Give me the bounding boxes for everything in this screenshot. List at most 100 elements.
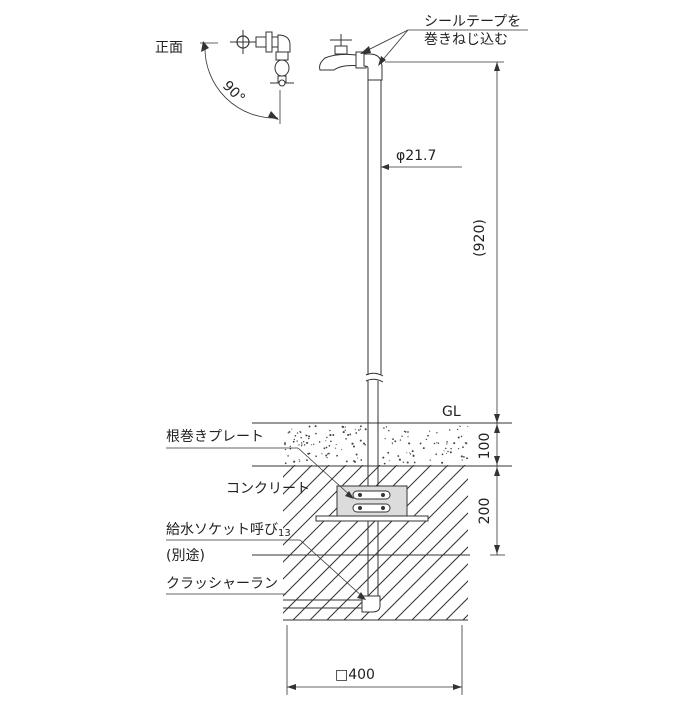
gravel-speck [300, 436, 302, 439]
gravel-speck [303, 441, 305, 443]
gravel-speck [360, 459, 363, 461]
gravel-speck [300, 445, 303, 447]
gravel-speck [342, 431, 345, 434]
gravel-speck [359, 439, 362, 442]
ground-level-label: GL [442, 404, 461, 420]
gravel-speck [326, 436, 328, 439]
gravel-speck [300, 442, 303, 444]
gravel-speck [408, 442, 411, 445]
gravel-speck [284, 442, 286, 445]
hatch-line [480, 465, 635, 620]
gravel-speck [356, 457, 359, 459]
gravel-speck [460, 435, 463, 438]
concrete-label: コンクリート [226, 481, 310, 497]
base-width-label: □400 [335, 667, 375, 683]
gravel-speck [436, 432, 438, 434]
gravel-speck [447, 450, 449, 453]
gravel-speck [294, 435, 297, 437]
gravel-speck [314, 425, 317, 428]
gravel-speck [296, 440, 298, 442]
gravel-speck [321, 453, 323, 455]
gravel-speck [391, 443, 394, 445]
gravel-speck [437, 442, 440, 444]
gravel-speck [308, 452, 311, 455]
gravel-speck [328, 452, 330, 455]
gravel-speck [388, 460, 390, 462]
gravel-speck [285, 448, 287, 451]
root-plate [315, 485, 429, 522]
gravel-speck [311, 444, 313, 446]
gravel-speck [466, 457, 468, 460]
gravel-speck [325, 454, 328, 457]
crusher-run-label: クラッシャーラン [166, 576, 278, 592]
gravel-speck [301, 444, 303, 446]
gravel-speck [323, 447, 326, 450]
gravel-speck [306, 459, 308, 462]
gravel-speck [425, 438, 428, 441]
hatch-line [309, 465, 466, 620]
gravel-speck [441, 461, 444, 464]
gravel-speck [315, 432, 317, 435]
gravel-speck [459, 425, 461, 428]
hatch-line [292, 465, 449, 620]
gravel-speck [284, 462, 287, 465]
gravel-speck [453, 442, 456, 445]
gravel-speck [345, 437, 347, 440]
gravel-speck [407, 431, 409, 433]
gravel-speck [364, 444, 366, 446]
gravel-speck [427, 434, 429, 437]
gravel-speck [435, 453, 438, 456]
gravel-speck [461, 459, 463, 461]
hatch-line [283, 465, 313, 495]
layer-dimensions: 100 200 [477, 423, 505, 556]
gravel-speck [329, 429, 331, 432]
gravel-speck [409, 452, 411, 454]
gravel-speck [306, 441, 309, 444]
gravel-speck [397, 455, 400, 457]
gravel-speck [383, 427, 385, 429]
gravel-speck [303, 444, 306, 446]
gravel-speck [335, 444, 337, 446]
seal-tape-callout: シールテープを 巻きねじ込む [360, 14, 528, 66]
gravel-speck [341, 448, 343, 450]
hatch-line [343, 495, 468, 620]
hatch-line [394, 546, 468, 620]
gravel-speck [287, 455, 289, 457]
gravel-speck [409, 453, 412, 455]
hatch-line [283, 465, 330, 512]
hatch-line [411, 563, 468, 620]
gravel-speck [298, 444, 300, 446]
seal-tape-label-line1: シールテープを [424, 14, 521, 30]
gravel-speck [298, 458, 300, 461]
gravel-speck [293, 438, 296, 441]
gravel-speck [391, 442, 393, 444]
gravel-speck [359, 428, 362, 430]
gravel-speck [445, 447, 447, 450]
gravel-speck [407, 436, 409, 438]
seal-tape-label-line2: 巻きねじ込む [424, 32, 508, 48]
gravel-speck [362, 442, 366, 445]
gravel-speck [289, 445, 291, 448]
base-width-dimension: □400 [286, 625, 463, 695]
gravel-speck [291, 428, 293, 430]
gravel-speck [359, 425, 362, 428]
gravel-speck [344, 429, 346, 431]
faucet-rotated-icon [270, 51, 294, 87]
gravel-speck [413, 461, 416, 464]
gravel-speck [345, 460, 348, 463]
gravel-speck [436, 442, 438, 444]
gravel-speck [392, 438, 394, 440]
gravel-speck [404, 430, 407, 433]
hatch-line [462, 614, 468, 620]
gravel-speck [446, 443, 448, 445]
gravel-speck [441, 453, 444, 456]
gravel-speck [354, 428, 356, 430]
pipe-diameter-callout: φ21.7 [381, 148, 462, 170]
gravel-speck [335, 447, 337, 449]
angle-label: 90° [219, 78, 248, 107]
gravel-speck [443, 450, 445, 452]
hatch-line [326, 478, 468, 620]
front-label: 正面 [155, 40, 183, 56]
gravel-speck [308, 435, 311, 438]
hatch-line [360, 512, 468, 620]
